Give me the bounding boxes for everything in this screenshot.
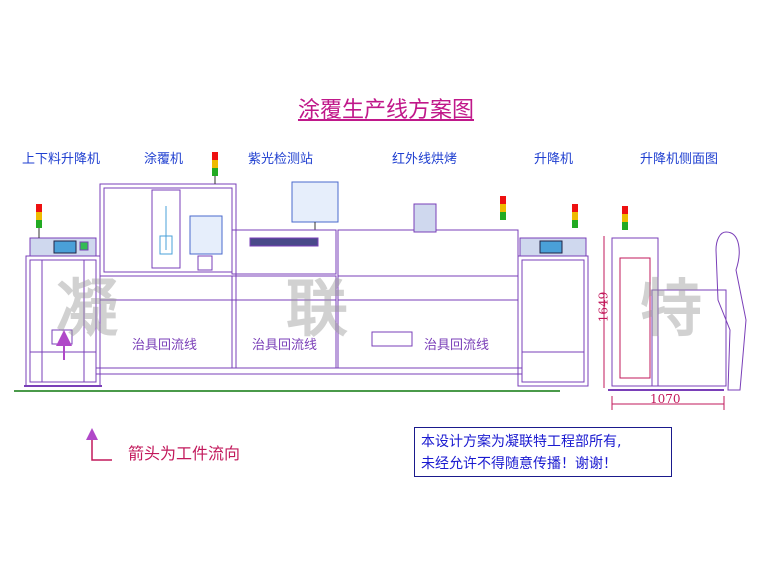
label-coater: 涂覆机: [144, 152, 184, 167]
label-loader: 上下料升降机: [22, 152, 101, 167]
page-title: 涂覆生产线方案图: [297, 98, 474, 123]
signal-tower-icon: [36, 204, 42, 238]
width-dimension: 1070: [650, 392, 681, 406]
loader-machine: [24, 237, 102, 387]
notice-line: 本设计方案为凝联特工程部所有,: [421, 434, 622, 450]
watermark-char: 特: [640, 272, 703, 345]
label-elevator: 升降机: [534, 152, 574, 167]
watermark-char: 联: [286, 272, 349, 345]
elevator-side-view: [608, 237, 727, 391]
label-uv-inspect: 紫光检测站: [248, 152, 314, 167]
label-ir-oven: 红外线烘烤: [392, 152, 458, 167]
watermark-char: 凝: [56, 272, 119, 345]
person-silhouette-icon: [715, 231, 747, 391]
return-conveyor: [95, 367, 523, 375]
signal-tower-icon: [500, 196, 578, 228]
flow-legend: 箭头为工件流向: [128, 444, 241, 463]
height-dimension: 1649: [596, 291, 611, 323]
signal-tower-icon: [212, 152, 218, 184]
return-line-label: 治具回流线: [424, 338, 490, 353]
signal-tower-icon: [622, 206, 628, 230]
notice-line: 未经允许不得随意传播！谢谢！: [421, 456, 617, 472]
label-side-view: 升降机侧面图: [640, 152, 719, 167]
return-line-label: 治具回流线: [252, 338, 318, 353]
flow-direction-icon: [86, 428, 112, 461]
return-line-label: 治具回流线: [132, 338, 198, 353]
elevator-machine: [517, 237, 589, 387]
copyright-notice: 本设计方案为凝联特工程部所有, 未经允许不得随意传播！谢谢！: [414, 427, 672, 477]
